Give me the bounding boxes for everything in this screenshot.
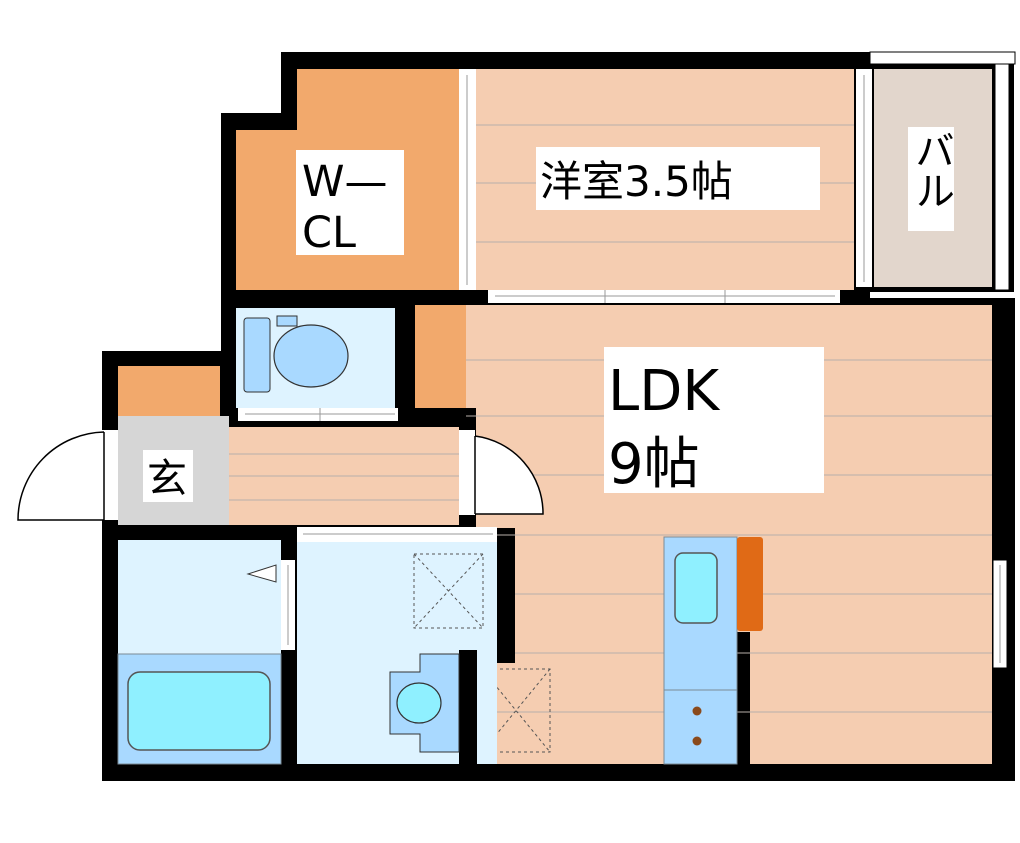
range-hood <box>737 537 763 631</box>
kitchen-counter <box>663 536 763 765</box>
stove-burner <box>692 736 702 746</box>
label-balcony-text: バル <box>908 130 954 210</box>
label-western-room: 洋室3.5帖 <box>536 147 820 210</box>
stove-burner <box>692 706 702 716</box>
ldk-storage <box>415 305 466 408</box>
label-ldk-line2: 9帖 <box>608 432 700 497</box>
ldk-door <box>459 430 544 515</box>
kitchen-sink <box>674 552 718 624</box>
ldk-side-window <box>992 559 1008 669</box>
label-ldk-line1: LDK <box>608 359 720 424</box>
label-wcl-line2: CL <box>302 208 356 258</box>
washing-machine-space <box>413 553 484 629</box>
entrance-door <box>17 430 118 521</box>
toilet-tank <box>243 317 271 393</box>
label-wcl: W— CL <box>296 150 404 258</box>
closet-sliding-door <box>459 69 476 290</box>
shower-fixture <box>246 564 277 583</box>
label-entrance-text: 玄 <box>147 456 187 502</box>
western-room-sliding-door <box>488 290 840 303</box>
shoe-storage <box>118 366 220 416</box>
room-bathroom <box>117 540 295 765</box>
label-balcony: バル <box>908 127 954 231</box>
vanity-basin <box>396 682 442 724</box>
room-toilet <box>236 308 398 421</box>
room-washroom <box>297 527 497 764</box>
label-western-room-text: 洋室3.5帖 <box>540 157 733 206</box>
label-entrance: 玄 <box>143 450 193 502</box>
toilet-bowl <box>273 324 349 388</box>
label-ldk: LDK 9帖 <box>604 347 824 497</box>
bathtub <box>127 671 271 751</box>
label-wcl-line1: W— <box>302 157 388 207</box>
